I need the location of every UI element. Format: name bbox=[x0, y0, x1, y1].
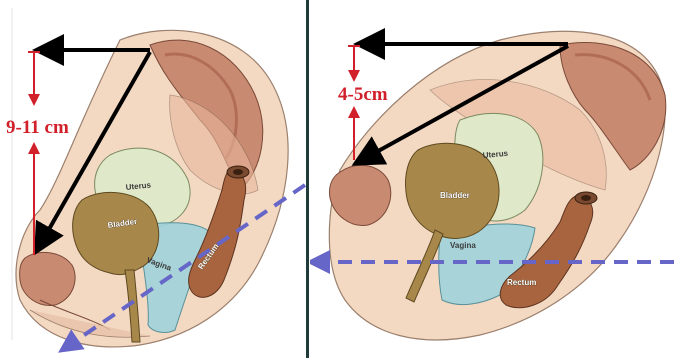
bladder-label: Bladder bbox=[440, 191, 470, 200]
right-panel: Uterus Bladder Vagina Rectum 4-5cm bbox=[310, 0, 677, 358]
rectum-label: Rectum bbox=[507, 278, 536, 287]
right-pelvis-illustration: Uterus Bladder Vagina Rectum 4-5cm bbox=[310, 0, 677, 358]
measurement-label-left: 9-11 cm bbox=[6, 117, 69, 138]
left-panel: Uterus Bladder Vagina Rectum 9-11 cm bbox=[0, 0, 307, 358]
vagina-label: Vagina bbox=[450, 241, 476, 250]
panel-divider bbox=[306, 0, 309, 358]
left-pelvis-illustration: Uterus Bladder Vagina Rectum 9-11 cm bbox=[0, 0, 307, 358]
measurement-label-right: 4-5cm bbox=[338, 84, 388, 105]
